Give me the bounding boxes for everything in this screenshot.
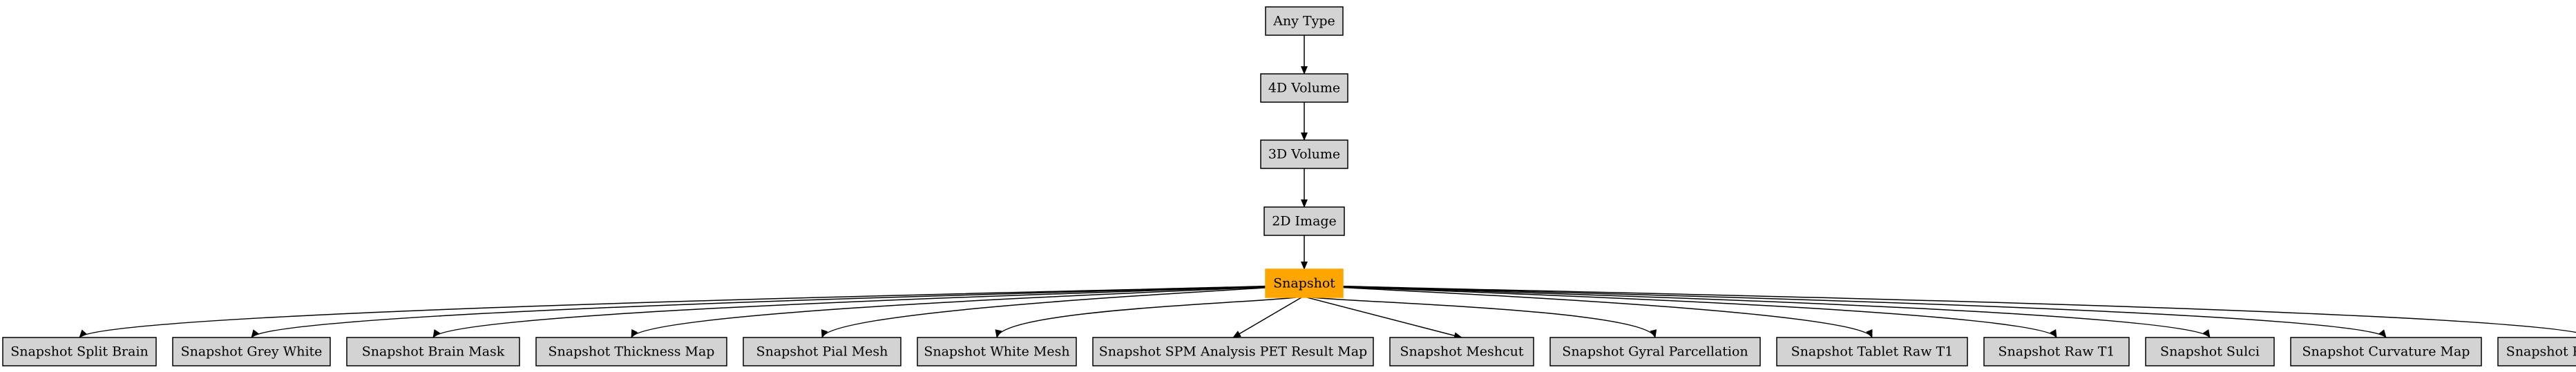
node-snapshot-curvature-map: Snapshot Curvature Map <box>2290 337 2482 366</box>
node-label: 2D Image <box>1272 214 1337 229</box>
edge-snapshot-to-snapshot-white-mesh <box>995 297 1297 338</box>
node-label: Snapshot Brain Mask <box>362 344 505 360</box>
node-label: Snapshot Split Brain <box>10 344 149 360</box>
node-box <box>917 337 1077 366</box>
node-label: Snapshot Meshcut <box>1400 344 1523 360</box>
node-label: Any Type <box>1272 14 1335 29</box>
node-label: Snapshot Pial Mesh <box>756 344 888 360</box>
node-label: Snapshot White Mesh <box>924 344 1069 360</box>
node-box <box>1549 337 1761 366</box>
node-snapshot-grey-white: Snapshot Grey White <box>172 337 331 366</box>
node-box <box>346 337 520 366</box>
node-snapshot-white-mesh: Snapshot White Mesh <box>917 337 1077 366</box>
node-snapshot-spm-analysis-pet-result-map: Snapshot SPM Analysis PET Result Map <box>1092 337 1374 366</box>
node-box <box>535 337 727 366</box>
edge-snapshot-to-snapshot-meshcut <box>1306 297 1462 340</box>
node-label: Snapshot Probability Map <box>2506 344 2576 360</box>
node-label: Snapshot Curvature Map <box>2302 344 2470 360</box>
node-snapshot-meshcut: Snapshot Meshcut <box>1389 337 1534 366</box>
edge-snapshot-to-snapshot-gyral-parcellation <box>1312 297 1657 338</box>
node-snapshot-probability-map: Snapshot Probability Map <box>2497 337 2576 366</box>
node-box <box>172 337 331 366</box>
node-box <box>1776 337 1968 366</box>
nodes-layer: Any Type 4D Volume 3D Volume 2D ImageSnapsh… <box>2 6 2576 366</box>
edge-snapshot-to-snapshot-raw-t1 <box>1323 285 2057 338</box>
node-box <box>1260 73 1348 103</box>
node-box <box>2290 337 2482 366</box>
node-2d-image: 2D Image <box>1263 206 1345 236</box>
node-box <box>1265 268 1344 298</box>
node-box <box>1092 337 1374 366</box>
node-label: Snapshot Gyral Parcellation <box>1562 344 1748 360</box>
node-label: 4D Volume <box>1268 81 1340 96</box>
node-snapshot-sulci: Snapshot Sulci <box>2145 337 2275 366</box>
node-snapshot-brain-mask: Snapshot Brain Mask <box>346 337 520 366</box>
edge-snapshot-to-snapshot-split-brain <box>79 285 1269 338</box>
edge-snapshot-to-snapshot-thickness-map <box>631 285 1286 338</box>
edge-snapshot-to-snapshot-pial-mesh <box>821 285 1291 338</box>
node-4d-volume: 4D Volume <box>1260 73 1348 103</box>
node-snapshot: Snapshot <box>1265 268 1344 298</box>
node-box <box>1983 337 2130 366</box>
edges-layer <box>79 35 2576 340</box>
node-box <box>1389 337 1534 366</box>
node-snapshot-pial-mesh: Snapshot Pial Mesh <box>743 337 901 366</box>
node-snapshot-raw-t1: Snapshot Raw T1 <box>1983 337 2130 366</box>
edge-snapshot-to-snapshot-spm-analysis-pet-result-map <box>1232 297 1302 338</box>
edge-snapshot-to-snapshot-brain-mask <box>432 285 1280 338</box>
node-box <box>1263 206 1345 236</box>
node-snapshot-split-brain: Snapshot Split Brain <box>2 337 157 366</box>
node-label: Snapshot Raw T1 <box>1998 344 2115 360</box>
node-label: Snapshot Sulci <box>2160 344 2260 360</box>
edge-snapshot-to-snapshot-sulci <box>1328 285 2211 338</box>
edge-snapshot-to-snapshot-tablet-raw-t1 <box>1317 285 1873 338</box>
node-label: Snapshot Grey White <box>181 344 323 360</box>
node-label: Snapshot <box>1273 276 1335 291</box>
node-snapshot-thickness-map: Snapshot Thickness Map <box>535 337 727 366</box>
node-box <box>1260 139 1348 169</box>
node-box <box>743 337 901 366</box>
node-label: Snapshot Thickness Map <box>548 344 715 360</box>
node-snapshot-gyral-parcellation: Snapshot Gyral Parcellation <box>1549 337 1761 366</box>
node-label: Snapshot Tablet Raw T1 <box>1791 344 1954 360</box>
edge-snapshot-to-snapshot-curvature-map <box>1334 285 2387 338</box>
node-any-type: Any Type <box>1265 6 1344 36</box>
node-3d-volume: 3D Volume <box>1260 139 1348 169</box>
node-label: Snapshot SPM Analysis PET Result Map <box>1099 344 1367 360</box>
node-box <box>2497 337 2576 366</box>
edge-snapshot-to-snapshot-probability-map <box>1339 285 2576 333</box>
node-snapshot-tablet-raw-t1: Snapshot Tablet Raw T1 <box>1776 337 1968 366</box>
node-box <box>1265 6 1344 36</box>
node-box <box>2145 337 2275 366</box>
node-label: 3D Volume <box>1268 147 1340 162</box>
node-box <box>2 337 157 366</box>
edge-snapshot-to-snapshot-grey-white <box>251 285 1275 338</box>
